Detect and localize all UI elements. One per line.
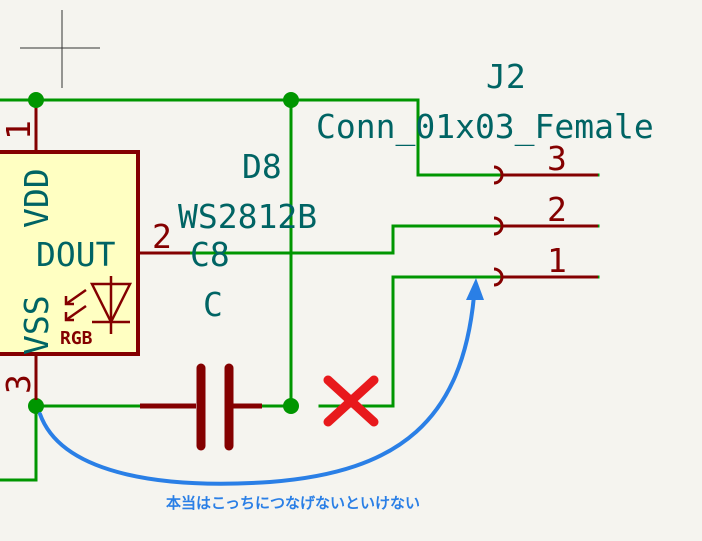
capacitor-c8[interactable]: C8 C <box>140 235 262 451</box>
ic-pin-number-vss: 3 <box>0 374 38 394</box>
crosshair-cursor-icon <box>20 10 100 88</box>
ic-pin-label-dout: DOUT <box>36 235 116 274</box>
led-symbol-icon <box>64 276 133 334</box>
ic-ws2812b[interactable]: VDD VSS DOUT RGB 1 3 2 D8 WS2812B <box>0 108 317 400</box>
ic-rgb-label: RGB <box>60 328 93 349</box>
junctions <box>28 92 299 414</box>
junction-dot <box>28 398 44 414</box>
wire-dout[interactable] <box>188 224 600 255</box>
connector-j2[interactable]: J2 Conn_01x03_Female 3 2 1 <box>316 57 654 287</box>
annotation-arrow-icon <box>38 278 484 486</box>
connector-pin-number: 1 <box>547 241 567 280</box>
junction-dot <box>283 92 299 108</box>
ic-pin-number-vdd: 1 <box>0 120 38 140</box>
ic-ref: D8 <box>242 147 282 186</box>
junction-dot <box>283 398 299 414</box>
junction-dot <box>28 92 44 108</box>
cross-mark-icon <box>323 375 379 427</box>
ic-value: WS2812B <box>178 197 317 236</box>
wire-vss[interactable] <box>0 388 38 482</box>
annotation-note: 本当はこっちにつなげないといけない <box>166 494 420 512</box>
cap-ref: C8 <box>190 235 230 274</box>
cap-value: C <box>203 285 223 324</box>
ic-pin-label-vss: VSS <box>17 295 56 355</box>
ic-pin-label-vdd: VDD <box>17 168 56 228</box>
connector-pin-number: 3 <box>547 139 567 178</box>
connector-ref: J2 <box>486 57 526 96</box>
connector-pin-number: 2 <box>547 190 567 229</box>
connector-sockets-icon <box>493 165 504 287</box>
connector-value: Conn_01x03_Female <box>316 107 654 147</box>
ic-pin-number-dout: 2 <box>152 217 172 256</box>
wires <box>0 98 600 482</box>
